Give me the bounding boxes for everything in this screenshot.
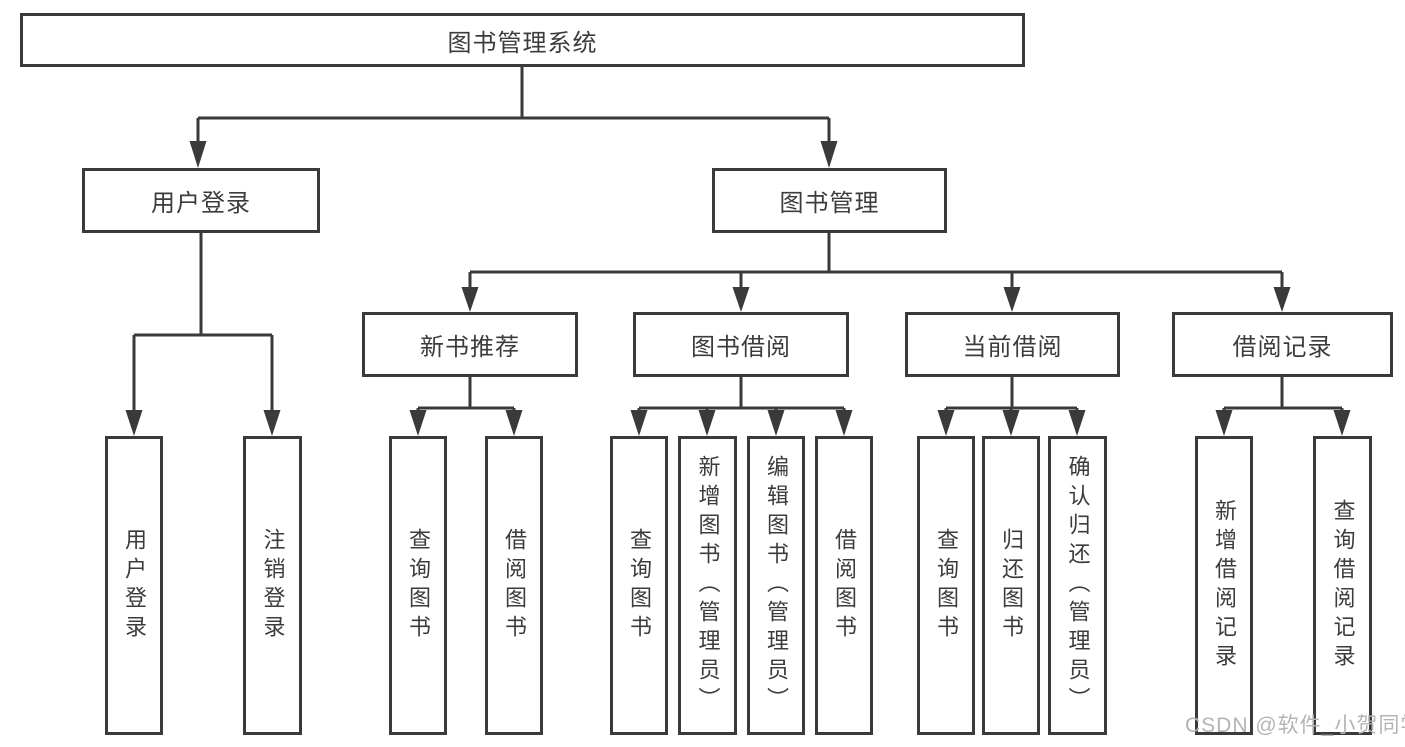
- group-node-current-borrow: 当前借阅: [905, 312, 1120, 377]
- arrow-icon: [263, 410, 281, 436]
- leaf-node-label: 归还图书: [999, 527, 1024, 644]
- connector-book-borrow-children: [637, 377, 846, 412]
- leaf-node-label: 借阅图书: [832, 527, 857, 644]
- leaf-node-user-login: 用户登录: [105, 436, 163, 735]
- arrow-icon: [409, 410, 427, 436]
- arrow-icon: [835, 410, 853, 436]
- connector-borrow-records-children: [1222, 377, 1344, 412]
- leaf-node-query-books-2: 查询图书: [610, 436, 668, 735]
- group-node-label: 借阅记录: [1232, 334, 1333, 361]
- leaf-node-add-borrow-record: 新增借阅记录: [1195, 436, 1253, 735]
- leaf-node-label: 编辑图书（管理员）: [764, 455, 789, 716]
- arrow-icon: [767, 410, 785, 436]
- group-node-label: 新书推荐: [420, 334, 520, 361]
- leaf-node-label: 查询图书: [406, 527, 431, 644]
- group-node-new-book-recommend: 新书推荐: [362, 312, 578, 377]
- leaf-node-edit-books-admin: 编辑图书（管理员）: [747, 436, 805, 735]
- arrow-icon: [461, 287, 479, 312]
- connector-book-management-groups: [468, 233, 1284, 289]
- group-node-label: 当前借阅: [962, 334, 1063, 361]
- branch-node-book-management: 图书管理: [712, 168, 947, 233]
- leaf-node-borrow-books-2: 借阅图书: [815, 436, 873, 735]
- arrow-icon: [1002, 410, 1020, 436]
- leaf-node-label: 借阅图书: [502, 527, 527, 644]
- arrow-icon: [1333, 410, 1351, 436]
- arrow-icon: [125, 410, 143, 436]
- group-node-borrow-records: 借阅记录: [1172, 312, 1393, 377]
- group-node-label: 图书借阅: [691, 334, 791, 361]
- leaf-node-label: 新增图书（管理员）: [695, 455, 721, 716]
- arrow-icon: [698, 410, 716, 436]
- branch-node-label: 用户登录: [151, 190, 251, 217]
- csdn-watermark: CSDN @软件_小贺同学: [1185, 714, 1405, 737]
- root-node-system: 图书管理系统: [20, 13, 1025, 67]
- connector-root-to-branches: [196, 67, 831, 143]
- arrow-icon: [189, 141, 207, 168]
- arrow-icon: [505, 410, 523, 436]
- leaf-node-query-borrow-record: 查询借阅记录: [1313, 436, 1372, 735]
- leaf-node-label: 查询借阅记录: [1330, 498, 1356, 673]
- arrow-icon: [1003, 287, 1021, 312]
- leaf-node-borrow-books-1: 借阅图书: [485, 436, 543, 735]
- leaf-node-label: 查询图书: [934, 527, 959, 644]
- connector-user-login-children: [132, 233, 274, 412]
- arrowheads: [125, 141, 1351, 436]
- arrow-icon: [1273, 287, 1291, 312]
- arrow-icon: [630, 410, 648, 436]
- branch-node-user-login: 用户登录: [82, 168, 320, 233]
- leaf-node-query-books-1: 查询图书: [389, 436, 447, 735]
- leaf-node-label: 查询图书: [627, 527, 652, 644]
- root-node-label: 图书管理系统: [447, 29, 598, 57]
- leaf-node-return-books: 归还图书: [982, 436, 1040, 735]
- arrow-icon: [937, 410, 955, 436]
- branch-node-label: 图书管理: [779, 190, 880, 217]
- leaf-node-add-books-admin: 新增图书（管理员）: [678, 436, 737, 735]
- leaf-node-query-books-3: 查询图书: [917, 436, 975, 735]
- connector-new-book-children: [416, 377, 516, 412]
- arrow-icon: [820, 141, 838, 168]
- arrow-icon: [1068, 410, 1086, 436]
- leaf-node-confirm-return-admin: 确认归还（管理员）: [1048, 436, 1107, 735]
- group-node-book-borrow: 图书借阅: [633, 312, 849, 377]
- leaf-node-label: 注销登录: [260, 527, 286, 644]
- leaf-node-label: 用户登录: [122, 527, 147, 644]
- leaf-node-label: 确认归还（管理员）: [1065, 455, 1091, 716]
- arrow-icon: [732, 287, 750, 312]
- leaf-node-logout: 注销登录: [243, 436, 302, 735]
- arrow-icon: [1215, 410, 1233, 436]
- connector-current-borrow-children: [944, 377, 1079, 412]
- leaf-node-label: 新增借阅记录: [1212, 498, 1237, 673]
